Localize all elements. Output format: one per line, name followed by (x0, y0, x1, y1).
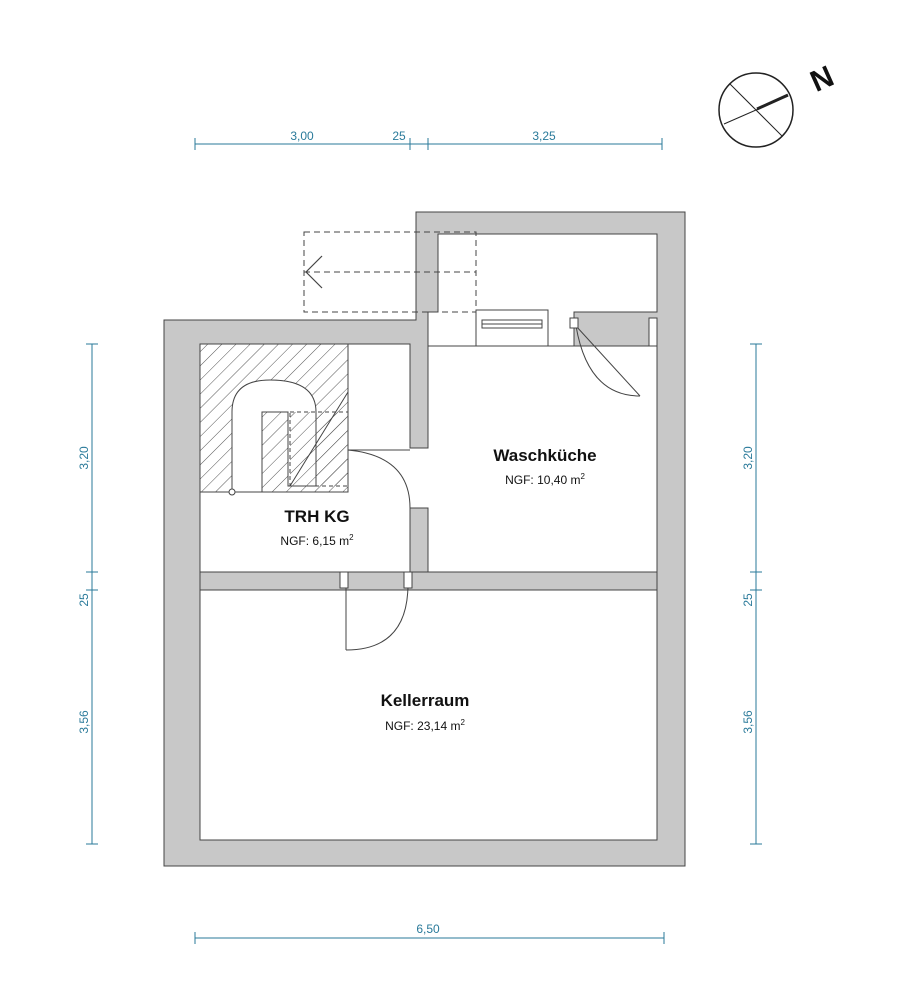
dimension-lines (86, 138, 762, 944)
staircase (199, 343, 349, 496)
room-area-kellerraum: NGF: 23,14 m2 (385, 718, 465, 733)
interior-wall-segment (409, 507, 429, 575)
dim-top-1: 3,00 (290, 129, 314, 143)
dim-right-1: 3,20 (741, 446, 755, 470)
north-label: N (806, 60, 839, 99)
room-area-trh-kg: NGF: 6,15 m2 (280, 533, 354, 548)
room-area-waschkueche: NGF: 10,40 m2 (505, 472, 585, 487)
dim-right-2: 25 (741, 593, 755, 607)
dim-top-2: 25 (392, 129, 406, 143)
dim-left-1: 3,20 (77, 446, 91, 470)
door-waschkueche[interactable] (347, 449, 411, 509)
dim-top-3: 3,25 (532, 129, 556, 143)
dim-bottom-1: 6,50 (416, 922, 440, 936)
interior-wall-segment (407, 571, 658, 591)
dim-left-3: 3,56 (77, 710, 91, 734)
north-compass-icon (718, 72, 794, 148)
door-kellerraum[interactable] (339, 571, 413, 651)
interior-wall-segment (199, 571, 347, 591)
window (475, 309, 549, 347)
room-name-trh-kg: TRH KG (284, 507, 349, 526)
door-entrance[interactable] (569, 317, 658, 397)
stair-arrow-icon (305, 255, 323, 289)
room-name-kellerraum: Kellerraum (381, 691, 470, 710)
dim-left-2: 25 (77, 593, 91, 607)
exterior-stair-outline (303, 231, 477, 313)
room-name-waschkueche: Waschküche (493, 446, 596, 465)
walls (163, 211, 686, 867)
dim-right-3: 3,56 (741, 710, 755, 734)
